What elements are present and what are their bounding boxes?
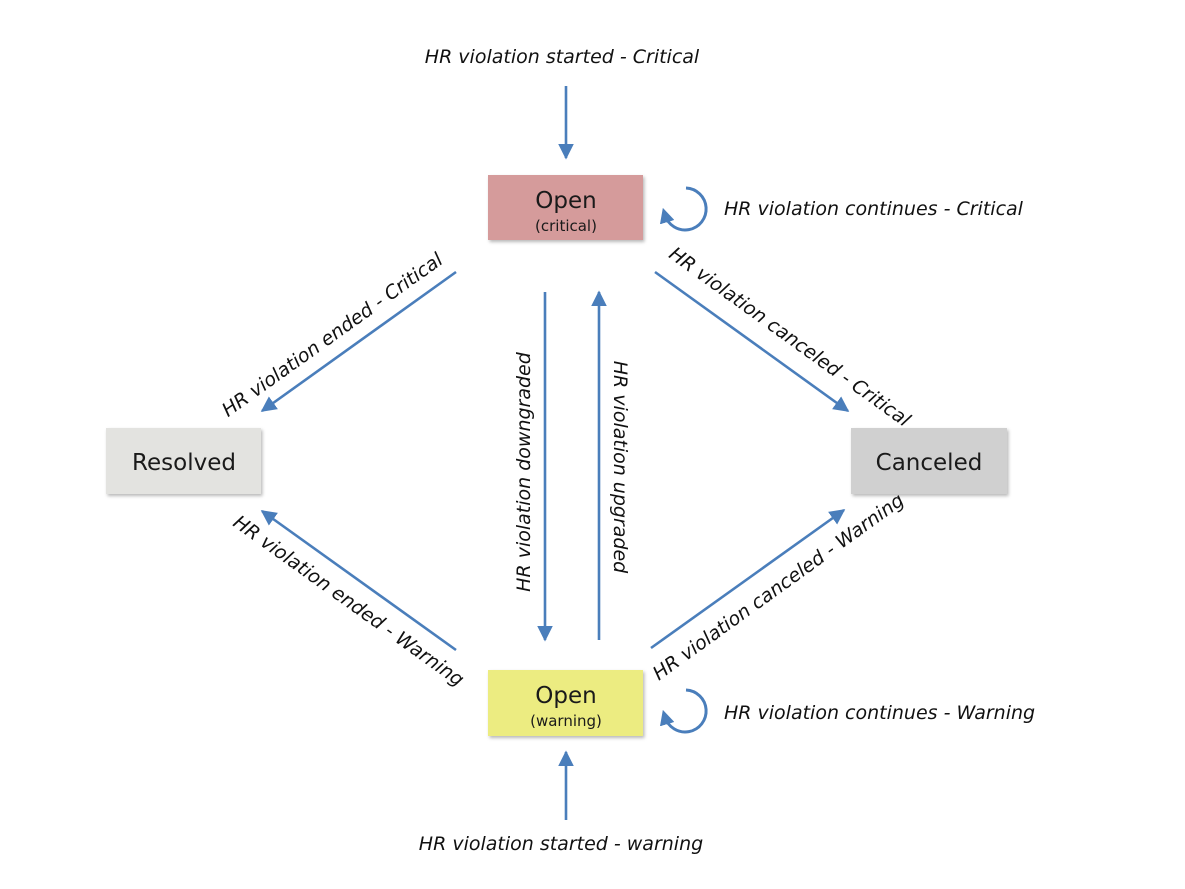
label-continues-warning: HR violation continues - Warning (724, 702, 1035, 724)
state-resolved-title: Resolved (132, 450, 236, 476)
label-start-critical: HR violation started - Critical (425, 46, 700, 68)
label-continues-critical: HR violation continues - Critical (724, 198, 1024, 220)
label-ended-warning: HR violation ended - Warning (229, 511, 468, 691)
edge-ended-critical (260, 270, 457, 413)
label-ended-critical: HR violation ended - Critical (218, 248, 448, 421)
state-resolved: Resolved (106, 428, 261, 494)
label-start-warning: HR violation started - warning (419, 833, 703, 855)
state-open-warning: Open (warning) (488, 670, 643, 736)
state-open-warning-subtitle: (warning) (530, 712, 602, 730)
loop-continues-warning-icon (659, 688, 708, 734)
state-resolved-box (106, 428, 261, 494)
label-downgraded: HR violation downgraded (513, 351, 535, 592)
edge-canceled-warning (650, 508, 846, 650)
state-canceled: Canceled (851, 428, 1007, 494)
label-canceled-warning: HR violation canceled - Warning (649, 489, 908, 685)
label-canceled-critical: HR violation canceled - Critical (665, 243, 915, 432)
loop-continues-critical-icon (659, 186, 708, 232)
state-open-critical: Open (critical) (488, 175, 643, 240)
state-open-critical-box (488, 175, 643, 240)
edge-ended-warning (260, 509, 457, 652)
state-open-warning-title: Open (535, 683, 596, 709)
state-canceled-title: Canceled (876, 450, 983, 476)
edge-canceled-critical (654, 270, 850, 413)
state-open-critical-subtitle: (critical) (535, 217, 597, 235)
label-upgraded: HR violation upgraded (609, 361, 631, 574)
state-open-critical-title: Open (535, 188, 596, 214)
state-open-warning-box (488, 670, 643, 736)
state-canceled-box (851, 428, 1007, 494)
